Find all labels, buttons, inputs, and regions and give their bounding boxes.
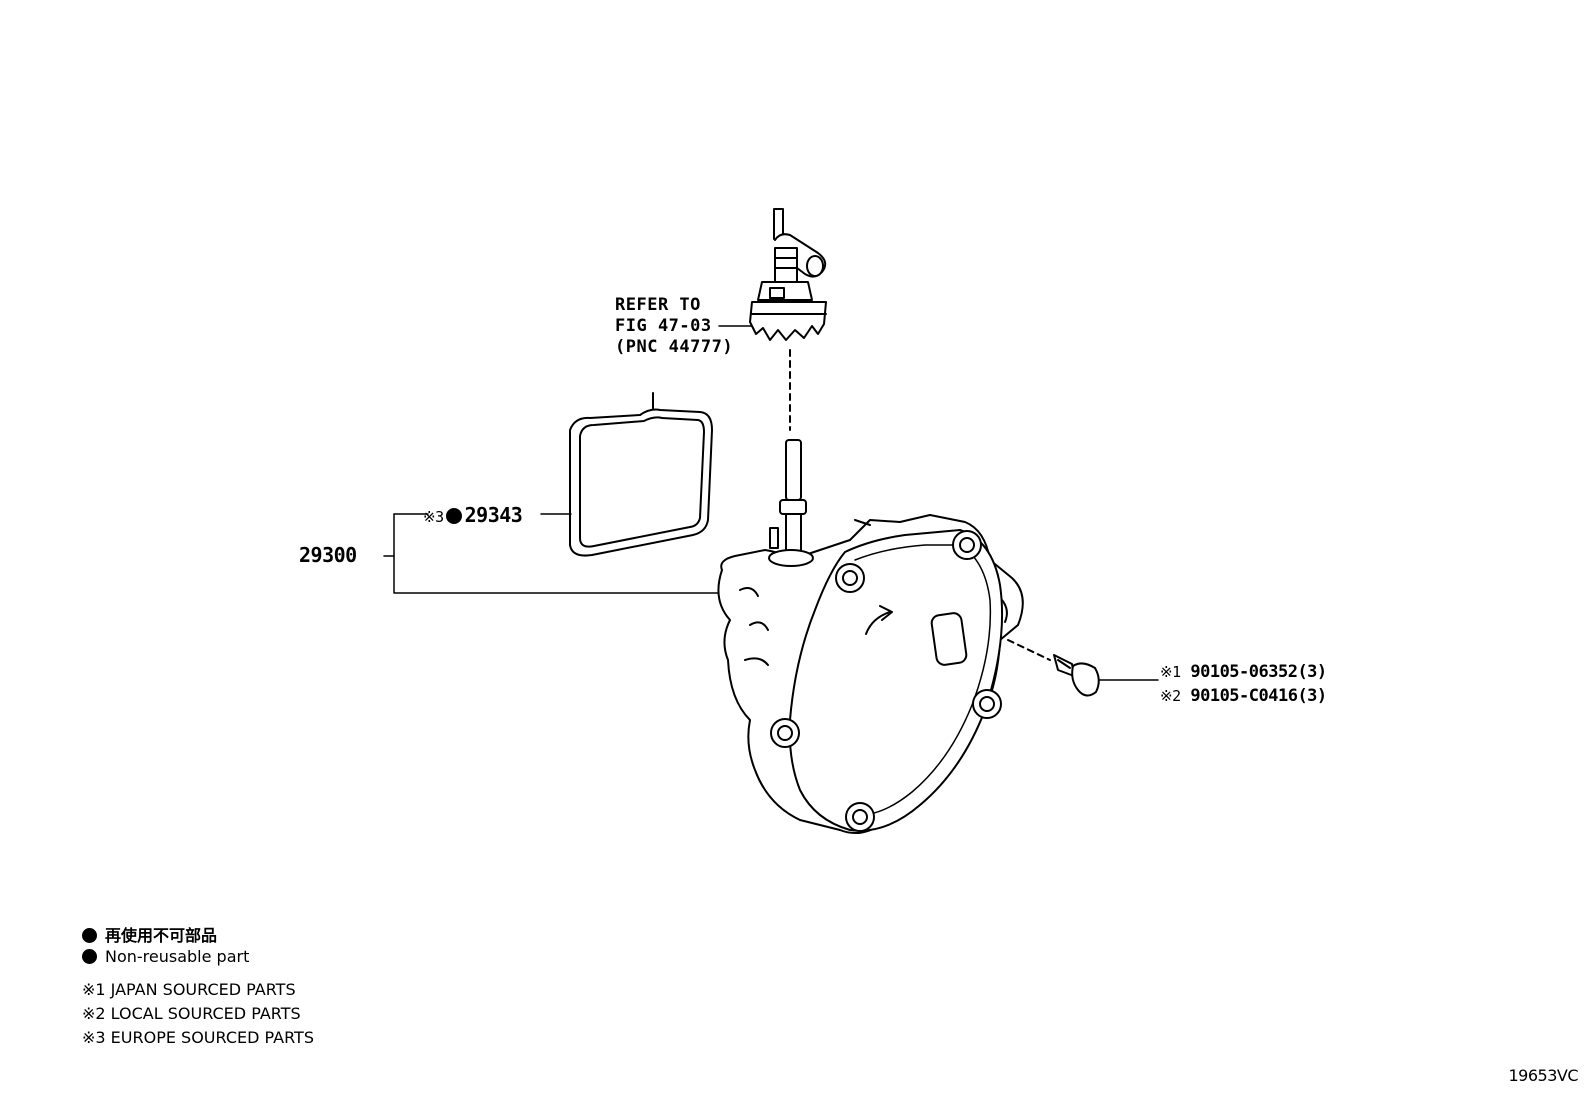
gasket-number: 29343 [464, 503, 523, 527]
non-reusable-dot-icon [445, 508, 462, 524]
part-number-bolt-1[interactable]: ※1 90105-06352(3) [1160, 662, 1327, 682]
part-number-assembly[interactable]: 29300 [299, 543, 357, 567]
bolt2-source-mark: ※2 [1160, 687, 1181, 705]
vacuum-sensor-connector [749, 208, 827, 341]
refer-to-label: REFER TO FIG 47-03 (PNC 44777) [615, 295, 733, 358]
bullet-dot-icon [82, 949, 97, 964]
bolt2-number: 90105-C0416(3) [1190, 686, 1327, 706]
legend-en-text: Non-reusable part [105, 947, 250, 966]
refer-line-2: FIG 47-03 [615, 316, 712, 336]
bolt1-source-mark: ※1 [1160, 663, 1181, 681]
legend-nonreusable-en: Non-reusable part [82, 947, 249, 966]
legend-jp-text: 再使用不可部品 [105, 926, 218, 945]
part-number-gasket[interactable]: ※3 29343 [423, 503, 523, 527]
leader-lines [383, 325, 1159, 681]
bullet-dot-icon [82, 928, 97, 943]
legend-note-3: ※3 EUROPE SOURCED PARTS [82, 1028, 314, 1047]
bolt1-number: 90105-06352(3) [1190, 662, 1327, 682]
legend-nonreusable-jp: 再使用不可部品 [82, 922, 217, 946]
refer-line-1: REFER TO [615, 295, 701, 315]
vacuum-pump-body [717, 439, 1024, 835]
legend-note-1: ※1 JAPAN SOURCED PARTS [82, 980, 296, 999]
legend-note-2: ※2 LOCAL SOURCED PARTS [82, 1004, 301, 1023]
gasket-source-mark: ※3 [423, 508, 444, 526]
part-number-bolt-2[interactable]: ※2 90105-C0416(3) [1160, 686, 1327, 706]
refer-line-3: (PNC 44777) [615, 337, 734, 357]
bolt-dashed-line [1007, 639, 1051, 661]
bolt-icon [1053, 654, 1100, 697]
diagram-code: 19653VC [1508, 1066, 1578, 1085]
gasket-outline [569, 392, 713, 557]
